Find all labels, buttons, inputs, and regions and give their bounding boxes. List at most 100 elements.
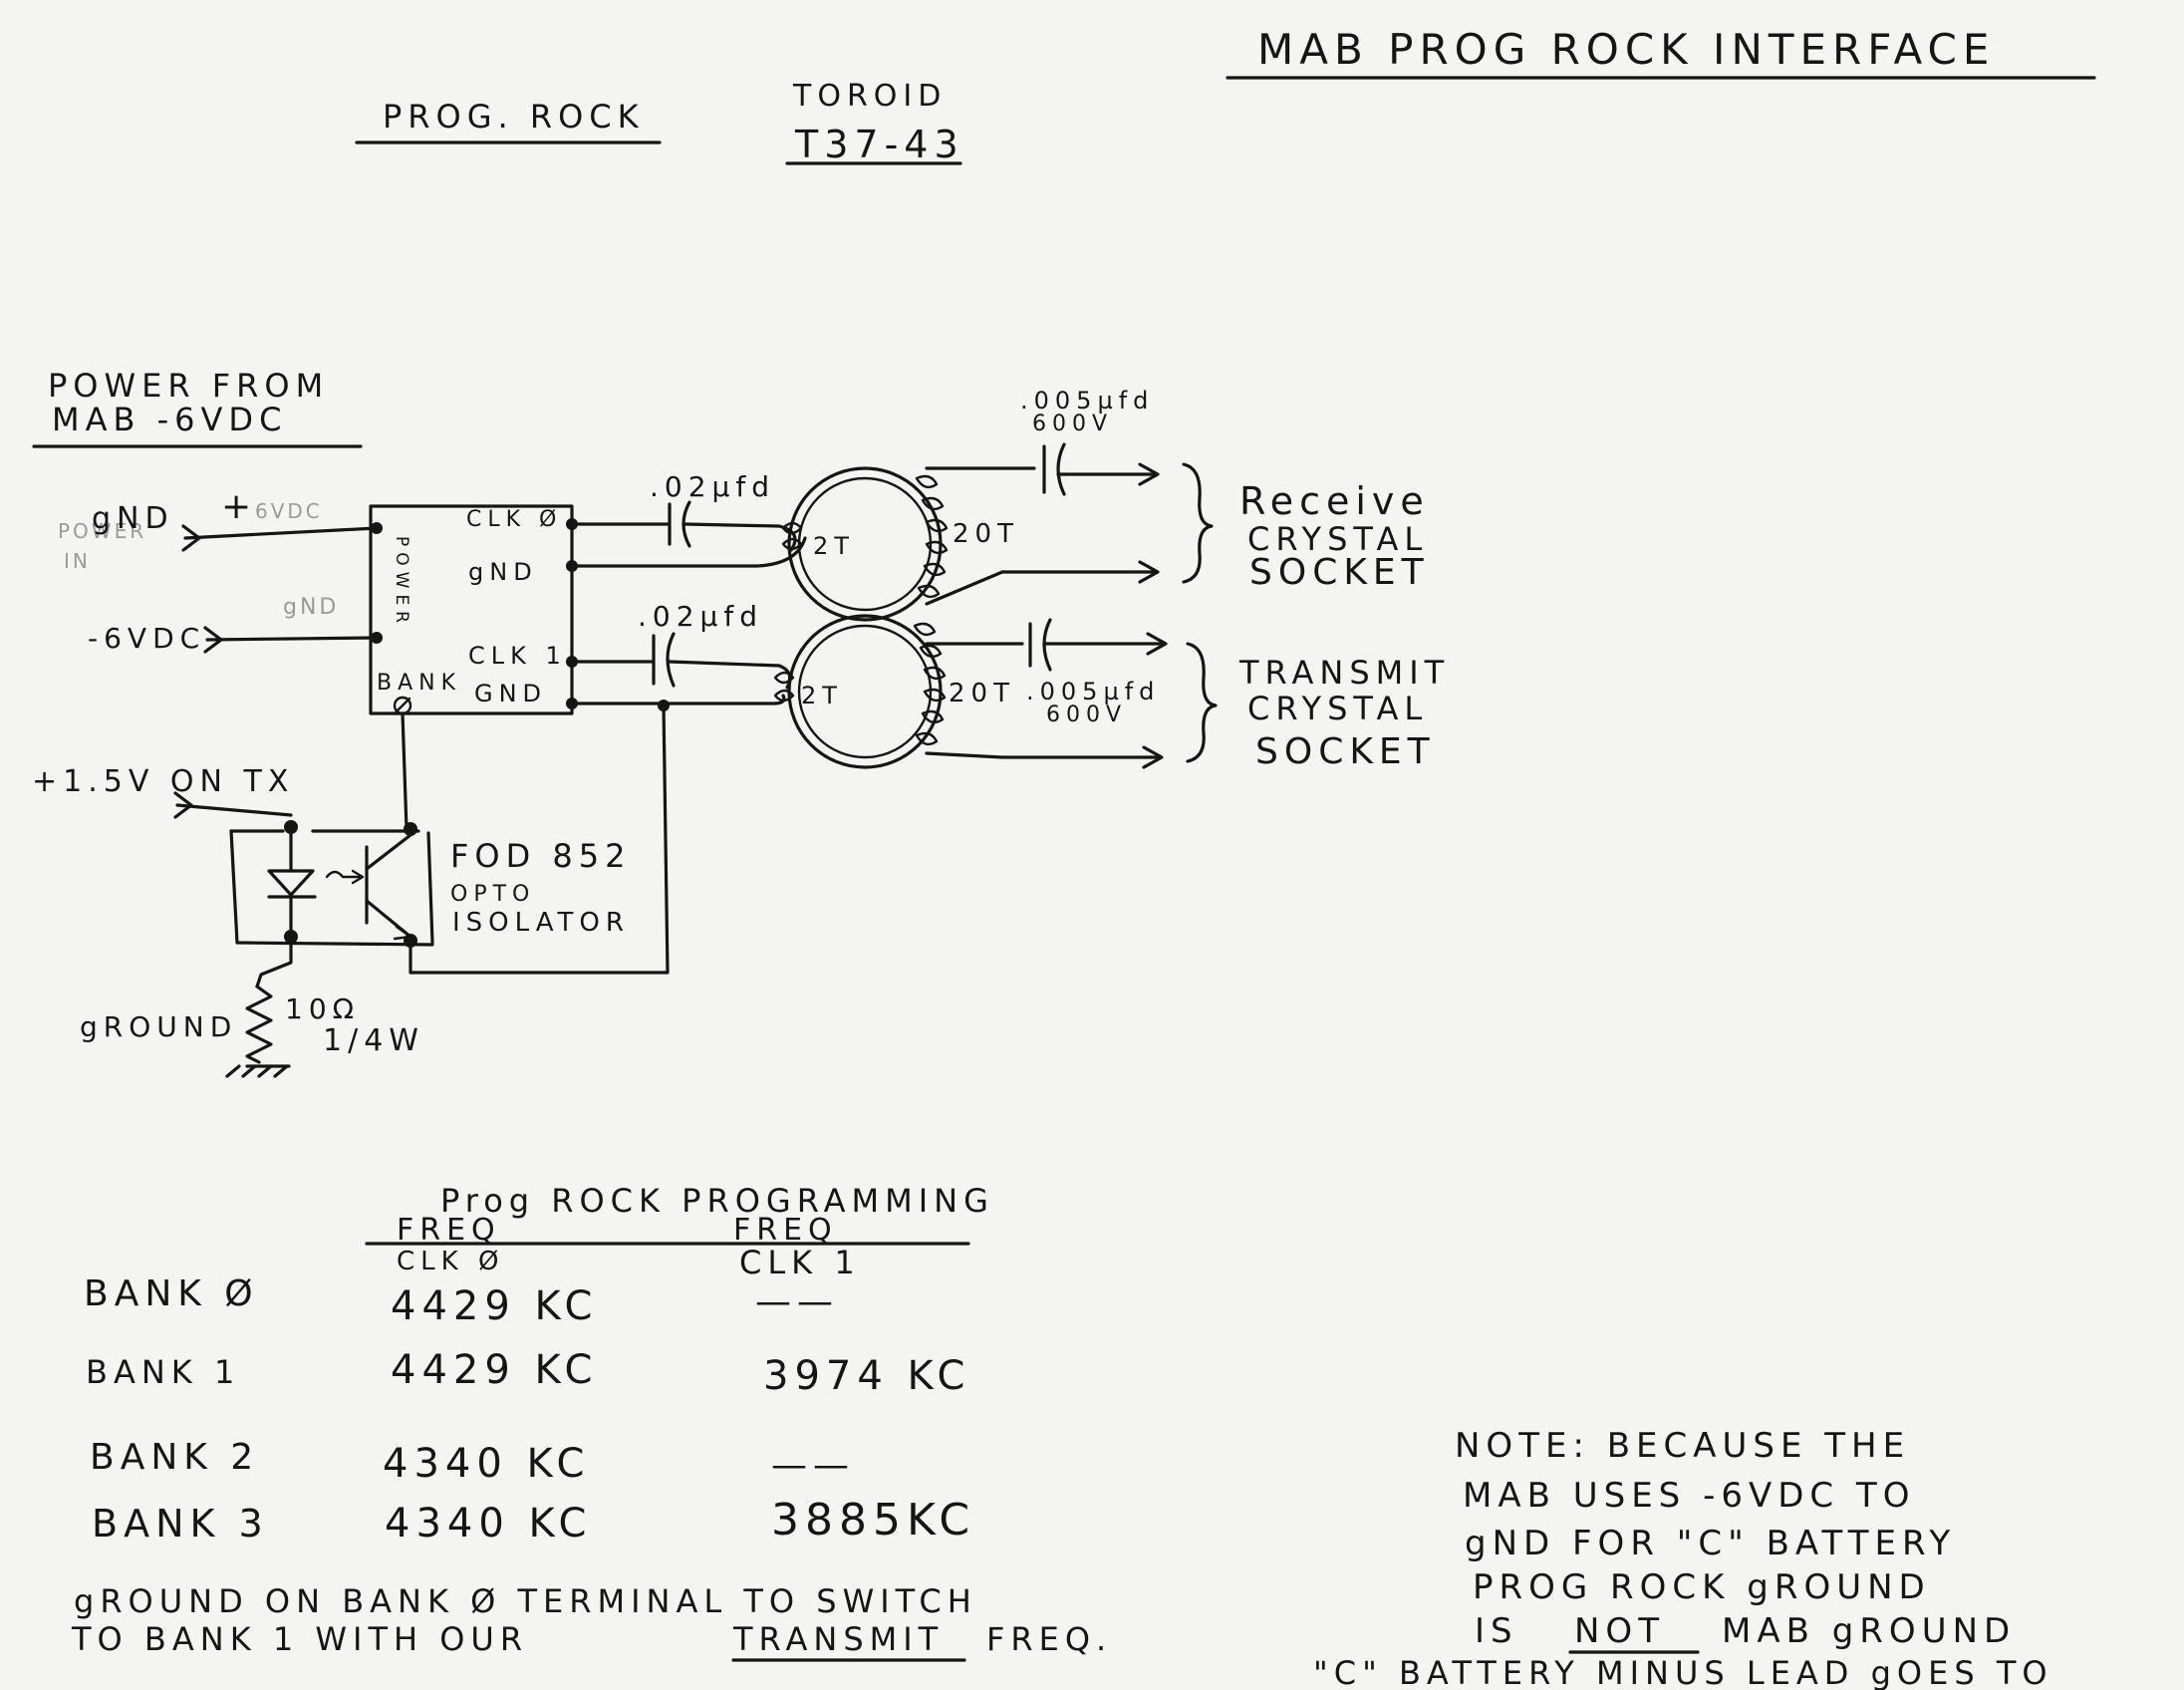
tx-output-cap-voltage: 600V [1046,703,1127,727]
col1-header-clk: CLK Ø [397,1247,504,1276]
tx-voltage-label: +1.5V ON TX [32,764,294,799]
faint-in-note: IN [64,549,91,573]
toroid-heading: TOROID [792,79,947,114]
tx-coupling-cap-label: .02µfd [638,600,763,633]
module-gnd2-pin: GND [474,680,547,707]
rx-secondary-winding [915,474,949,599]
resistor-power: 1/4W [323,1023,424,1058]
rx-socket-brace [1182,462,1214,584]
rx-coupling-cap-plate-b [682,500,691,548]
tx-socket-bottom-arrow [1142,745,1164,769]
rx-toroid [787,466,943,622]
module-bank-pin: BANK [377,671,461,696]
led-light-arrowhead [351,869,365,885]
power-heading-line2: MAB -6VDC [52,401,287,438]
note-line3: gND FOR "C" BATTERY [1465,1524,1956,1563]
note-line5-is: IS [1475,1611,1518,1651]
note-line5-not: NOT [1574,1611,1665,1651]
led-light-arrow [325,870,363,879]
footnote-line1: gROUND ON BANK Ø TERMINAL TO SWITCH [74,1582,977,1620]
rx-socket-bottom-wire [925,570,1158,606]
tx-primary-winding [773,671,795,703]
gnd-input-wire [183,526,379,540]
footnote-line2-end: FREQ. [986,1620,1112,1658]
tx-toroid-inner [797,624,933,759]
note-line2: MAB USES -6VDC TO [1463,1476,1915,1516]
opto-desc-line1: OPTO [450,882,535,907]
gnd-input-node [371,522,383,534]
module-power-pin-label: POWER [392,536,411,629]
sheet-title: MAB PROG ROCK INTERFACE [1257,25,1995,74]
note-line4: PROG ROCK gROUND [1473,1567,1931,1607]
table-row-clk1: 3974 KC [763,1353,970,1399]
prog-rock-module [369,504,574,715]
prog-rock-heading: PROG. ROCK [383,98,645,136]
rx-secondary-turns: 20T [953,519,1019,549]
programming-title: Prog ROCK PROGRAMMING [440,1182,994,1220]
rx-primary-return-wire [570,536,807,568]
rx-toroid-inner [797,476,933,612]
opto-desc-line2: ISOLATOR [452,908,630,938]
table-row-bank: BANK 1 [86,1353,240,1391]
faint-vdc-note: 6VDC [255,499,323,523]
col2-header-clk: CLK 1 [739,1244,861,1281]
ground-symbol [225,1064,291,1078]
led-symbol [267,869,315,897]
neg-input-node [371,632,383,644]
opto-part-number: FOD 852 [450,837,631,875]
rx-output-cap-plate-b [1056,442,1066,496]
bank-terminal-slash [394,697,411,714]
tx-secondary-turns: 20T [949,679,1015,708]
col2-header-freq: FREQ [733,1213,838,1248]
rx-primary-winding [781,521,803,551]
neg-input-label: -6VDC [88,622,205,655]
tx-output-cap-value: .005µfd [1026,678,1160,705]
rx-output-cap-voltage: 600V [1032,412,1113,436]
tx-voltage-arrow [173,791,193,819]
rx-socket-top-arrow [1138,462,1160,486]
table-row-bank: BANK Ø [84,1273,259,1314]
tx-voltage-wire [175,803,293,817]
resistor-symbol [245,985,273,1064]
tx-primary-return-wire [570,694,786,705]
tx-primary-in-wire [668,660,792,690]
module-gnd1-pin: gND [468,558,538,586]
resistor-value: 10Ω [285,992,360,1025]
emitter-to-ground-wire [409,704,670,975]
bank-to-collector-wire [401,711,409,831]
rx-socket-label-line3: SOCKET [1249,552,1430,593]
module-clk1-pin: CLK 1 [468,642,567,670]
tx-socket-bottom-wire [925,751,1162,759]
tx-coupling-cap-plate-b [666,632,676,688]
led-cathode-node [284,930,298,944]
tx-socket-top-arrow [1146,632,1168,656]
tx-socket-label-line1: TRANSMIT [1238,654,1450,692]
note-line5-rest: MAB gROUND [1722,1611,2016,1651]
rx-socket-label-line2: CRYSTAL [1247,520,1428,558]
rx-primary-turns: 2T [813,532,855,560]
table-row-bank: BANK 3 [92,1502,269,1546]
rx-output-cap-value: .005µfd [1020,387,1154,415]
rx-socket-bottom-arrow [1138,560,1160,584]
toroid-part-number: T37-43 [794,123,964,166]
table-row-bank: BANK 2 [90,1437,259,1478]
table-row-clk1: 3885KC [771,1495,975,1546]
tx-secondary-winding [913,622,947,746]
faint-power-note: POWER [58,519,146,543]
rx-socket-label-line1: Receive [1239,479,1430,523]
table-row-clk1: —— [771,1445,855,1486]
phototransistor-leads [365,833,412,939]
table-row-clk0: 4340 KC [383,1441,590,1487]
opto-outline-lower [229,829,434,947]
note-line6: "C" BATTERY MINUS LEAD gOES TO [1313,1654,2053,1690]
tx-socket-label-line3: SOCKET [1255,731,1436,772]
col1-header-freq: FREQ [397,1213,501,1248]
footnote-line2-start: TO BANK 1 WITH OUR [71,1620,528,1658]
tx-primary-turns: 2T [801,682,843,709]
plus-sign: + [221,486,257,527]
gnd-input-label: gND [92,501,174,536]
note-line1: NOTE: BECAUSE THE [1455,1426,1910,1466]
rx-primary-in-wire [683,522,797,552]
rx-coupling-cap-label: .02µfd [650,470,775,503]
